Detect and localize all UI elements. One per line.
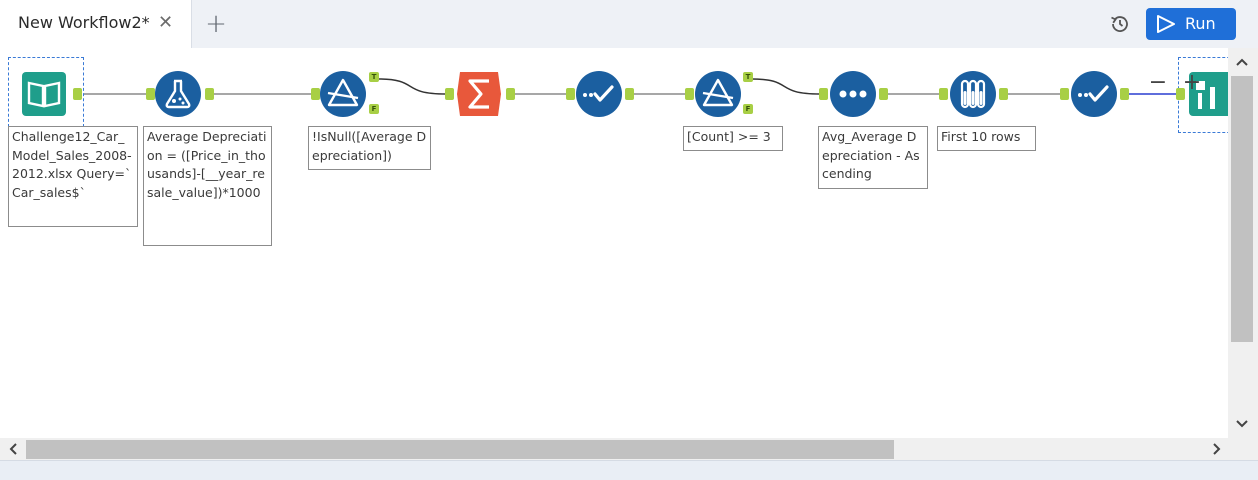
annotation-filter: !IsNull([Average Depreciation]) xyxy=(308,126,431,170)
play-icon xyxy=(1157,15,1175,33)
checkmark-icon xyxy=(576,71,622,117)
input-anchor[interactable] xyxy=(939,88,948,100)
output-anchor[interactable] xyxy=(73,88,82,100)
input-anchor[interactable] xyxy=(1176,88,1185,100)
input-anchor[interactable] xyxy=(685,88,694,100)
filter-tool[interactable] xyxy=(320,71,366,117)
browse-icon xyxy=(1189,72,1228,116)
workflow-canvas[interactable]: Challenge12_Car_Model_Sales_2008-2012.xl… xyxy=(0,48,1228,438)
connections-layer xyxy=(84,78,1180,95)
input-anchor[interactable] xyxy=(819,88,828,100)
flask-icon xyxy=(155,71,201,117)
connection-line xyxy=(751,78,821,95)
filter-tool-2[interactable] xyxy=(695,71,741,117)
scroll-left-icon[interactable] xyxy=(6,441,22,457)
history-icon[interactable] xyxy=(1108,12,1132,36)
true-anchor[interactable]: T xyxy=(743,72,753,82)
zoom-in-button[interactable]: + xyxy=(1182,70,1202,95)
run-button[interactable]: Run xyxy=(1146,8,1236,40)
run-label: Run xyxy=(1185,14,1216,33)
dots-icon xyxy=(830,71,876,117)
false-anchor[interactable]: F xyxy=(743,104,753,114)
input-anchor[interactable] xyxy=(1060,88,1069,100)
test-tubes-icon xyxy=(950,71,996,117)
output-anchor[interactable] xyxy=(1120,88,1129,100)
scroll-down-icon[interactable] xyxy=(1232,414,1252,434)
zoom-out-button[interactable]: − xyxy=(1148,70,1168,95)
scroll-right-icon[interactable] xyxy=(1208,441,1224,457)
connection-line xyxy=(377,78,447,95)
filter-triangle-icon xyxy=(320,71,366,117)
select-tool-2[interactable] xyxy=(1071,71,1117,117)
output-anchor[interactable] xyxy=(999,88,1008,100)
annotation-sample: First 10 rows xyxy=(937,126,1036,151)
sort-tool[interactable] xyxy=(830,71,876,117)
horizontal-scroll-thumb[interactable] xyxy=(26,440,894,459)
annotation-filter-2: [Count] >= 3 xyxy=(683,126,783,151)
scroll-up-icon[interactable] xyxy=(1232,52,1252,72)
true-anchor[interactable]: T xyxy=(369,72,379,82)
browse-tool[interactable] xyxy=(1188,71,1228,117)
status-bar xyxy=(0,460,1258,480)
annotation-formula: Average Depreciation = ([Price_in_thousa… xyxy=(143,126,272,246)
close-icon[interactable]: ✕ xyxy=(158,12,174,33)
input-anchor[interactable] xyxy=(311,88,320,100)
book-icon xyxy=(22,72,66,116)
checkmark-icon xyxy=(1071,71,1117,117)
input-data-tool[interactable] xyxy=(21,71,67,117)
select-tool[interactable] xyxy=(576,71,622,117)
filter-triangle-icon xyxy=(695,71,741,117)
annotation-input: Challenge12_Car_Model_Sales_2008-2012.xl… xyxy=(8,126,138,227)
output-anchor[interactable] xyxy=(625,88,634,100)
output-anchor[interactable] xyxy=(879,88,888,100)
tab-title: New Workflow2* xyxy=(18,13,150,32)
vertical-scroll-thumb[interactable] xyxy=(1231,76,1253,342)
output-anchor[interactable] xyxy=(205,88,214,100)
sigma-icon xyxy=(457,72,501,116)
summarize-tool[interactable] xyxy=(456,71,502,117)
scrollbar-corner xyxy=(1228,438,1258,460)
annotation-sort: Avg_Average Depreciation - Ascending xyxy=(818,126,928,189)
sample-tool[interactable] xyxy=(950,71,996,117)
false-anchor[interactable]: F xyxy=(369,104,379,114)
tab-new-workflow2[interactable]: New Workflow2* ✕ xyxy=(0,0,192,48)
input-anchor[interactable] xyxy=(445,88,454,100)
output-anchor[interactable] xyxy=(506,88,515,100)
new-tab-button[interactable]: + xyxy=(205,9,227,39)
formula-tool[interactable] xyxy=(155,71,201,117)
tab-bar: New Workflow2* ✕ + Run xyxy=(0,0,1258,49)
input-anchor[interactable] xyxy=(146,88,155,100)
input-anchor[interactable] xyxy=(566,88,575,100)
